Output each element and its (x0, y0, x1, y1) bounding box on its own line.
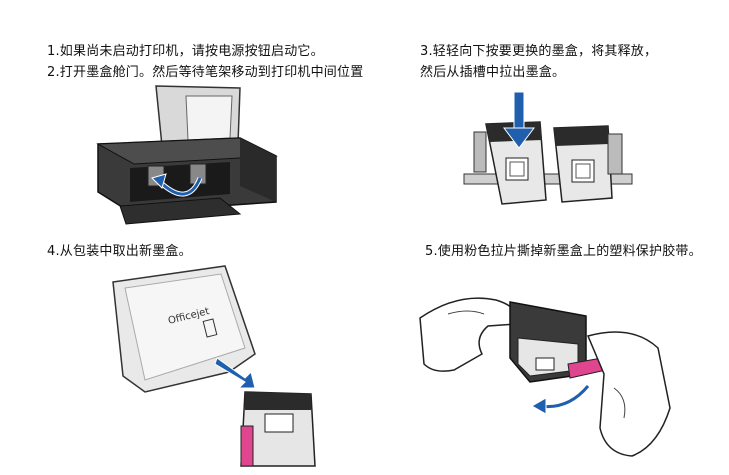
step-2-text: 2.打开墨盒舱门。然后等待笔架移动到打印机中间位置 (47, 65, 364, 80)
step-5-text: 5.使用粉色拉片撕掉新墨盒上的塑料保护胶带。 (425, 244, 702, 259)
package-illustration: Officejet (112, 265, 316, 467)
step-3-text-line2: 然后从插槽中拉出墨盒。 (420, 65, 566, 80)
step-3-text-line1: 3.轻轻向下按要更换的墨盒，将其释放， (420, 44, 658, 59)
step-1-text: 1.如果尚未启动打印机，请按电源按钮启动它。 (47, 44, 324, 59)
printer-illustration (96, 85, 278, 225)
step-4-text: 4.从包装中取出新墨盒。 (47, 244, 192, 259)
cartridge-press-illustration (463, 91, 633, 205)
pull-tab-illustration (419, 297, 671, 457)
